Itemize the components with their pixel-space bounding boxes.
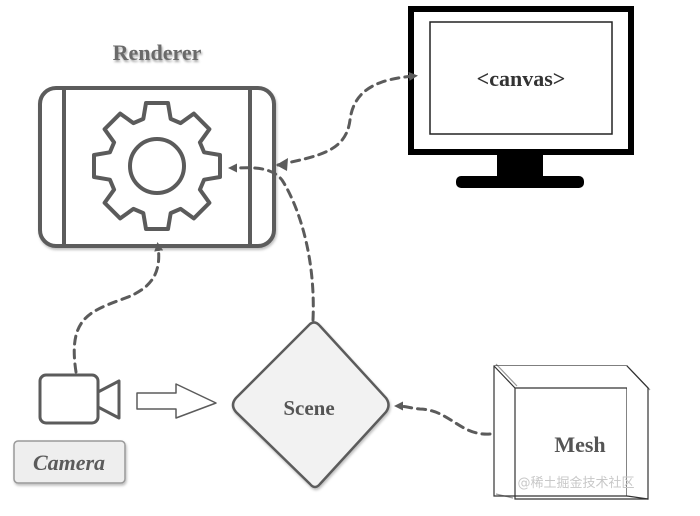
camera-label-box xyxy=(13,440,126,484)
renderer-canvas-link-start-arrowhead xyxy=(276,158,288,171)
mesh-label: Mesh xyxy=(554,432,605,457)
camera-to-renderer-arrow xyxy=(72,242,164,374)
camera-label: Camera xyxy=(33,450,105,475)
scene-node xyxy=(231,321,390,489)
renderer-canvas-link xyxy=(276,71,418,167)
gear-hub xyxy=(128,137,186,195)
monitor-icon xyxy=(408,6,634,188)
canvas-label: <canvas> xyxy=(477,66,566,91)
scene-label: Scene xyxy=(283,396,334,420)
renderer-title: Renderer xyxy=(113,40,202,65)
scene-to-renderer-arrow xyxy=(228,163,315,322)
mesh-to-scene-arrow xyxy=(394,401,492,436)
watermark: @稀土掘金技术社区 xyxy=(517,475,634,491)
gear-icon xyxy=(92,101,222,231)
cube-icon xyxy=(493,363,651,500)
camera-icon xyxy=(38,373,121,425)
arrow-right-icon xyxy=(136,383,217,419)
